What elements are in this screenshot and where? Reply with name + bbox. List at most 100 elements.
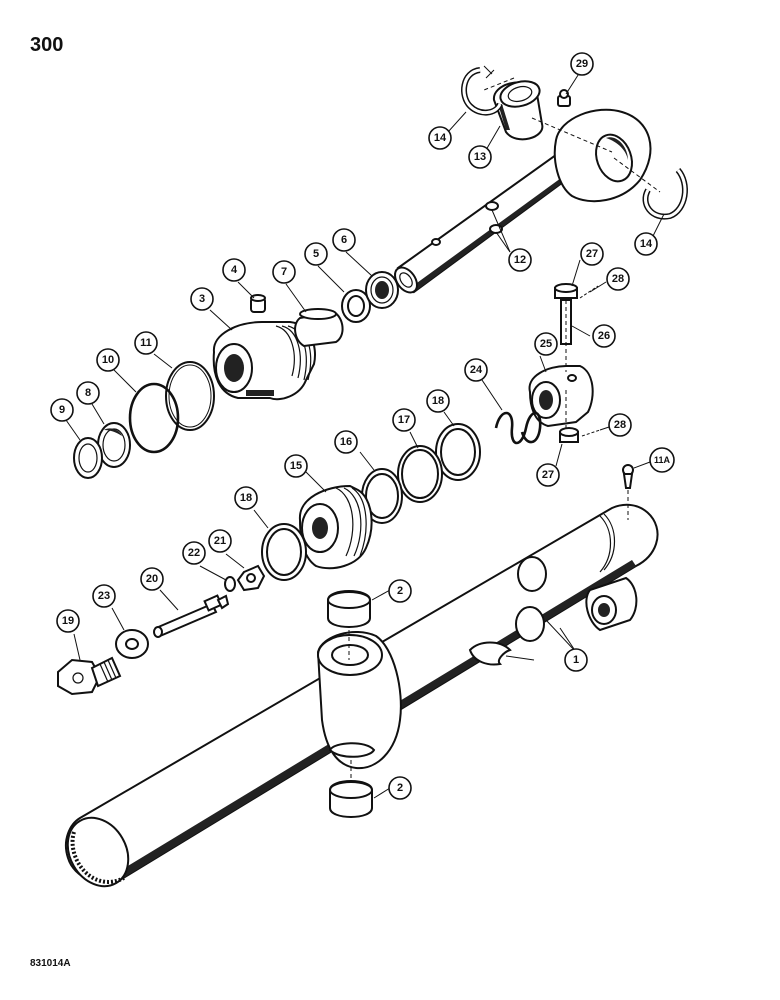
callout-label: 28 <box>612 273 624 285</box>
callout-label: 20 <box>146 573 158 585</box>
callout-8: 8 <box>76 381 100 405</box>
callout-3: 3 <box>190 287 214 311</box>
collar-7 <box>294 308 344 348</box>
callout-label: 18 <box>240 492 252 504</box>
callout-label: 26 <box>598 330 610 342</box>
o-ring-10 <box>128 382 180 454</box>
callout-label: 15 <box>290 460 302 472</box>
callout-label: 14 <box>640 238 653 250</box>
callout-10: 10 <box>96 348 120 372</box>
callout-label: 11A <box>654 455 671 465</box>
callout-label: 3 <box>199 293 205 305</box>
callout-23: 23 <box>92 584 116 608</box>
nut-21 <box>236 564 266 592</box>
callout-label: 27 <box>586 248 598 260</box>
nut-27-lower <box>559 427 579 443</box>
collar-25 <box>528 365 594 428</box>
callout-label: 5 <box>313 248 319 260</box>
callout-label: 25 <box>540 338 552 350</box>
callout-26: 26 <box>592 324 616 348</box>
bushing-2-upper <box>327 590 371 628</box>
callout-label: 12 <box>514 254 526 266</box>
page-number: 300 <box>30 34 64 56</box>
seal-8 <box>97 422 131 468</box>
washer-23 <box>115 629 149 659</box>
callout-label: 24 <box>470 364 483 376</box>
callout-label: 16 <box>340 436 352 448</box>
cylinder-barrel-1 <box>64 503 659 888</box>
seal-ring-16 <box>361 468 403 524</box>
callout-label: 10 <box>102 354 114 366</box>
rod-20 <box>153 594 230 638</box>
callout-label: 17 <box>398 414 410 426</box>
seal-ring-17 <box>397 445 443 503</box>
callout-16: 16 <box>334 430 358 454</box>
grease-fitting-29 <box>557 89 571 107</box>
callout-9: 9 <box>50 398 74 422</box>
callout-14: 14 <box>428 126 452 150</box>
callout-22: 22 <box>182 541 206 565</box>
callout-19: 19 <box>56 609 80 633</box>
o-ring-22 <box>224 576 236 592</box>
figure-code: 831014A <box>30 958 71 969</box>
callout-label: 4 <box>231 264 238 276</box>
callout-15: 15 <box>284 454 308 478</box>
callout-label: 21 <box>214 535 226 547</box>
callout-13: 13 <box>468 145 492 169</box>
callout-label: 19 <box>62 615 74 627</box>
piston-3 <box>212 321 316 401</box>
callout-7: 7 <box>272 260 296 284</box>
bushing-13 <box>492 80 544 141</box>
callout-18: 18 <box>426 389 450 413</box>
wiper-9 <box>73 437 103 479</box>
wear-ring-18-lower <box>261 523 307 581</box>
callout-11A: 11A <box>649 447 675 473</box>
callout-label: 2 <box>397 782 403 794</box>
callout-20: 20 <box>140 567 164 591</box>
cotter-pin-28-upper <box>579 285 599 299</box>
callout-4: 4 <box>222 258 246 282</box>
callout-label: 6 <box>341 234 347 246</box>
callout-label: 27 <box>542 469 554 481</box>
spring-24 <box>494 411 542 445</box>
callout-label: 14 <box>434 132 447 144</box>
piston-15 <box>298 484 373 570</box>
callout-label: 2 <box>397 585 403 597</box>
callout-label: 11 <box>140 337 152 349</box>
callout-28: 28 <box>608 413 632 437</box>
callout-label: 29 <box>576 58 588 70</box>
callout-label: 28 <box>614 419 626 431</box>
callout-label: 9 <box>59 404 65 416</box>
setscrew-4 <box>250 294 266 313</box>
callout-label: 1 <box>573 654 579 666</box>
callout-25: 25 <box>534 332 558 356</box>
callout-label: 18 <box>432 395 444 407</box>
leader-lines <box>65 71 665 799</box>
seal-6 <box>365 271 399 309</box>
retaining-ring-14-lower <box>642 168 688 220</box>
cotter-pin-28-lower <box>581 429 601 437</box>
fitting-11A <box>622 464 634 489</box>
bolt-19 <box>57 656 122 696</box>
callout-2: 2 <box>388 776 412 800</box>
callout-12: 12 <box>508 248 532 272</box>
callout-2: 2 <box>388 579 412 603</box>
callout-27: 27 <box>580 242 604 266</box>
callout-label: 7 <box>281 266 287 278</box>
callout-17: 17 <box>392 408 416 432</box>
callout-label: 8 <box>85 387 91 399</box>
callout-6: 6 <box>332 228 356 252</box>
callout-label: 23 <box>98 590 110 602</box>
callout-11: 11 <box>134 331 158 355</box>
retaining-ring-14-upper <box>461 65 503 116</box>
callout-27: 27 <box>536 463 560 487</box>
callout-18: 18 <box>234 486 258 510</box>
callout-28: 28 <box>606 267 630 291</box>
piston-rod <box>394 108 652 294</box>
bushing-2-lower <box>329 780 373 818</box>
callout-1: 1 <box>564 648 588 672</box>
o-ring-11 <box>165 361 215 431</box>
ring-5 <box>341 289 371 323</box>
callout-label: 22 <box>188 547 200 559</box>
